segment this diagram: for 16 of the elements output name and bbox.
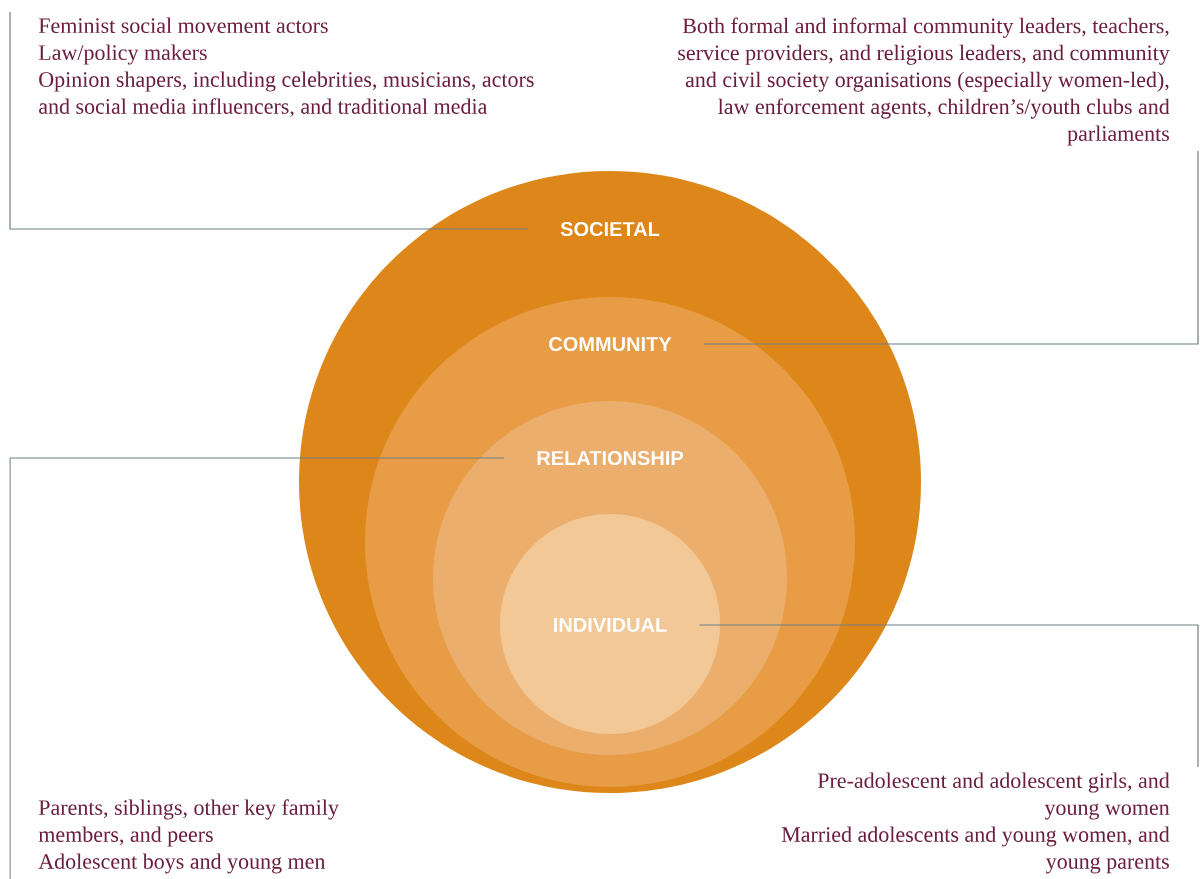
- description-text: Both formal and informal community leaders, teachers, service providers, and religious leaders, and community and civil society organisations (especially women-led), law enforcement agents, children’s/youth clubs and parliaments: [678, 17, 1170, 146]
- leader-line: [9, 11, 529, 230]
- description-text: Parents, siblings, other key family members, and peers: [38, 799, 339, 847]
- leader-line: [698, 624, 1199, 768]
- leader-line: [703, 150, 1199, 345]
- description-text: Adolescent boys and young men: [38, 853, 326, 874]
- description-text: Feminist social movement actors: [38, 17, 328, 34]
- ring-label: SOCIETAL: [560, 221, 660, 237]
- ring-label: RELATIONSHIP: [537, 450, 684, 466]
- description-text: Law/policy makers: [38, 44, 207, 65]
- description-text: Pre-adolescent and adolescent girls, and young women: [817, 772, 1170, 820]
- description-text: Married adolescents and young women, and young parents: [781, 826, 1170, 874]
- ring-label: INDIVIDUAL: [554, 618, 667, 632]
- ring-label: COMMUNITY: [549, 336, 672, 352]
- description-text: Opinion shapers, including celebrities, musicians, actors and social media influencers, and traditional media: [39, 71, 534, 118]
- leader-line: [9, 457, 505, 879]
